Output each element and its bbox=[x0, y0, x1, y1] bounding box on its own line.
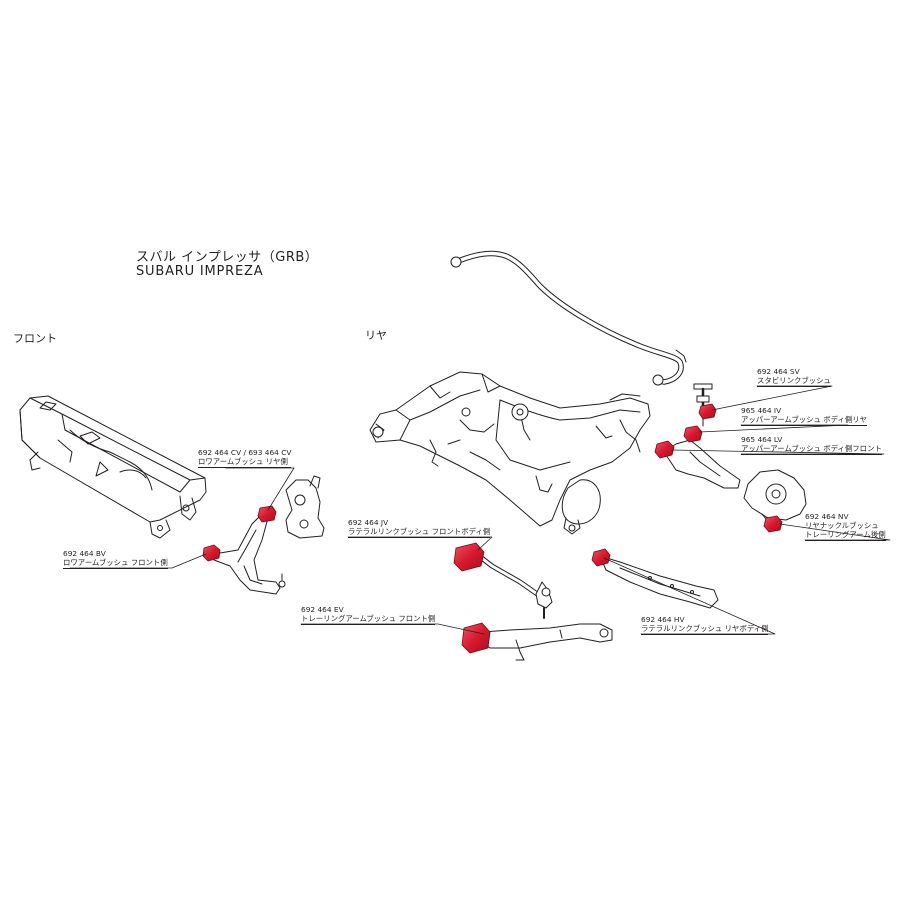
callout-trailing-arm: 692 464 EV トレーリングアームブッシュ フロント側 bbox=[301, 605, 436, 625]
section-rear-label: リヤ bbox=[365, 329, 387, 342]
lateral-link-front bbox=[471, 549, 553, 619]
part-description: ラテラルリンクブッシュ フロントボディ側 bbox=[348, 527, 491, 538]
part-description: トレーリングアームブッシュ フロント側 bbox=[301, 614, 436, 625]
callout-stab-link: 692 464 SV スタビリンクブッシュ bbox=[757, 367, 831, 387]
part-number: 692 464 CV / 693 464 CV bbox=[198, 448, 292, 457]
callout-front-lower-front: 692 464 BV ロワアームブッシュ フロント側 bbox=[63, 549, 168, 569]
bushing-trailing bbox=[461, 622, 491, 654]
part-number: 692 464 EV bbox=[301, 605, 344, 614]
callout-upper-arm-front: 965 464 LV アッパーアームブッシュ ボディ側フロント bbox=[741, 435, 882, 455]
bushing-lateral-rear bbox=[591, 548, 611, 567]
part-number: 692 464 BV bbox=[63, 549, 106, 558]
part-description: アッパーアームブッシュ ボディ側フロント bbox=[741, 444, 882, 455]
part-number: 692 464 NV bbox=[805, 512, 849, 521]
bushing-front-front bbox=[202, 544, 221, 562]
bushing-upper-rear bbox=[683, 425, 703, 443]
bushing-lateral-front bbox=[453, 542, 485, 572]
part-description: ロワアームブッシュ リヤ側 bbox=[198, 457, 292, 468]
callout-upper-arm-rear: 965 464 IV アッパーアームブッシュ ボディ側リヤ bbox=[741, 406, 868, 426]
trailing-arm bbox=[481, 623, 613, 661]
part-description-secondary: トレーリングアーム後側 bbox=[805, 530, 886, 542]
callout-rear-knuckle: 692 464 NV リヤナックルブッシュ トレーリングアーム後側 bbox=[805, 512, 886, 542]
bushing-knuckle bbox=[763, 515, 783, 533]
bushing-front-rear bbox=[257, 505, 277, 523]
section-front-label: フロント bbox=[13, 332, 57, 345]
callout-lateral-link-rear: 692 464 HV ラテラルリンクブッシュ リヤボディ側 bbox=[641, 615, 769, 635]
part-number: 965 464 LV bbox=[741, 435, 783, 444]
part-number: 692 464 HV bbox=[641, 615, 685, 624]
front-subframe bbox=[19, 395, 207, 539]
bushing-upper-front bbox=[654, 440, 675, 459]
rear-subframe bbox=[369, 371, 651, 535]
part-description: ロワアームブッシュ フロント側 bbox=[63, 558, 168, 569]
part-description: ラテラルリンクブッシュ リヤボディ側 bbox=[641, 624, 769, 635]
front-lower-arm bbox=[213, 513, 286, 595]
part-description: アッパーアームブッシュ ボディ側リヤ bbox=[741, 415, 868, 426]
callout-lateral-link-front: 692 464 JV ラテラルリンクブッシュ フロントボディ側 bbox=[348, 518, 491, 538]
part-number: 692 464 JV bbox=[348, 518, 389, 527]
front-knuckle bbox=[285, 475, 325, 539]
part-number: 965 464 IV bbox=[741, 406, 782, 415]
callout-front-lower-rear: 692 464 CV / 693 464 CV ロワアームブッシュ リヤ側 bbox=[198, 448, 292, 468]
part-number: 692 464 SV bbox=[757, 367, 800, 376]
title-japanese: スバル インプレッサ（GRB） bbox=[136, 250, 319, 265]
part-description: リヤナックルブッシュ bbox=[805, 521, 879, 531]
bushing-stab bbox=[698, 403, 717, 420]
rear-knuckle bbox=[743, 469, 807, 525]
title-english: SUBARU IMPREZA bbox=[136, 264, 264, 279]
stabilizer-bar bbox=[450, 250, 687, 386]
rear-upper-arm bbox=[663, 439, 741, 489]
part-description: スタビリンクブッシュ bbox=[757, 376, 831, 387]
